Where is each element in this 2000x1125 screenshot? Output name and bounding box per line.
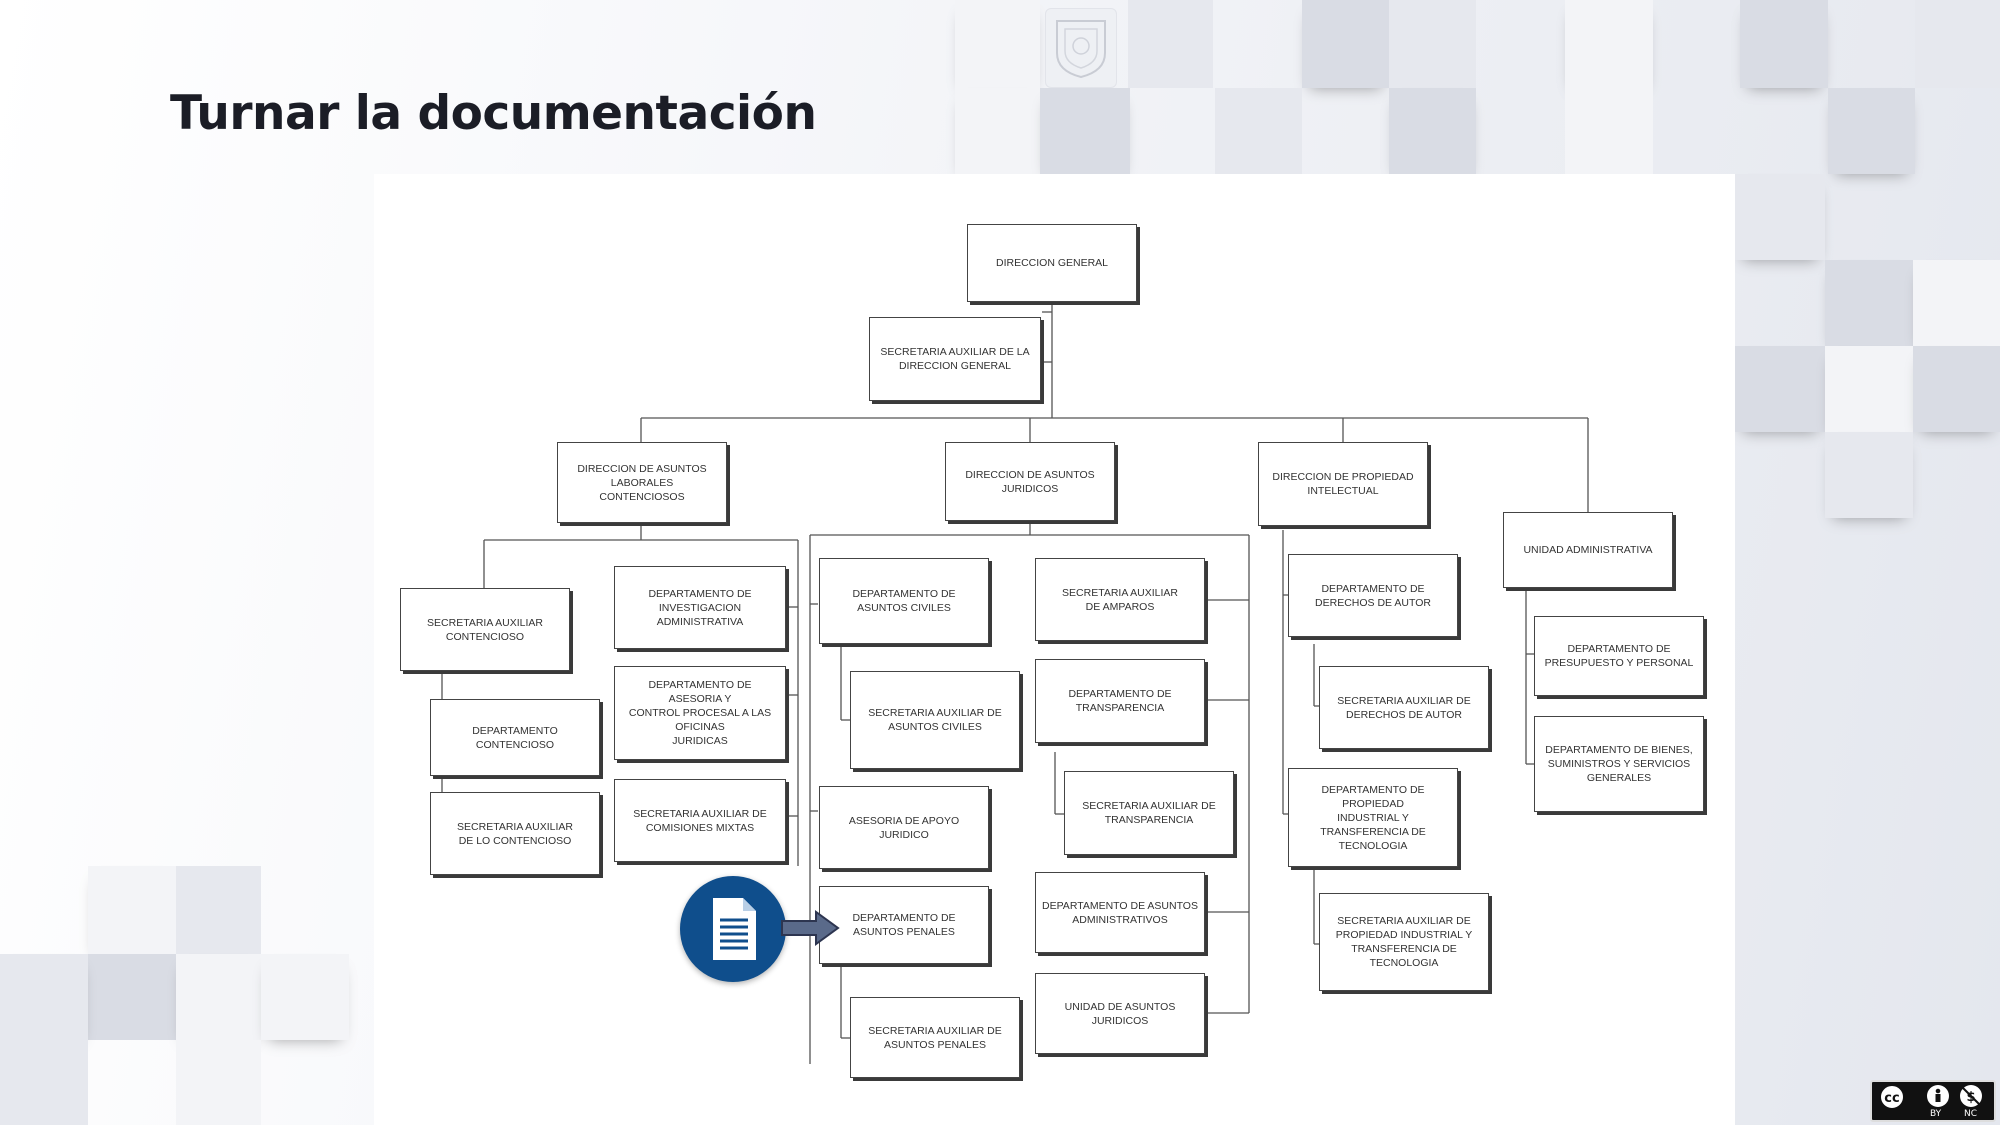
- node-sec-aux-transparencia: SECRETARIA AUXILIAR DE TRANSPARENCIA: [1064, 771, 1234, 855]
- node-label: DEPARTAMENTO CONTENCIOSO: [472, 724, 558, 751]
- node-depto-asuntos-admin: DEPARTAMENTO DE ASUNTOS ADMINISTRATIVOS: [1035, 872, 1205, 953]
- node-sec-aux-comisiones: SECRETARIA AUXILIAR DE COMISIONES MIXTAS: [614, 779, 786, 862]
- node-label: UNIDAD ADMINISTRATIVA: [1523, 544, 1653, 556]
- node-label: DIRECCION DE ASUNTOS LABORALES CONTENCIO…: [577, 462, 707, 503]
- bg-tile: [1040, 88, 1130, 174]
- cc-by-label: BY: [1930, 1109, 1942, 1119]
- node-dir-asuntos-juridicos: DIRECCION DE ASUNTOS JURIDICOS: [945, 442, 1115, 521]
- node-depto-investigacion: DEPARTAMENTO DE INVESTIGACION ADMINISTRA…: [614, 566, 786, 649]
- node-label: ASESORIA DE APOYO JURIDICO: [848, 814, 960, 841]
- node-label: UNIDAD DE ASUNTOS JURIDICOS: [1064, 1000, 1176, 1027]
- bg-tile: [88, 866, 176, 954]
- node-label: DEPARTAMENTO DE PROPIEDAD INDUSTRIAL Y T…: [1320, 783, 1426, 852]
- cc-nc-label: NC: [1964, 1109, 1978, 1119]
- node-label: DEPARTAMENTO DE PRESUPUESTO Y PERSONAL: [1544, 643, 1694, 669]
- node-label: DEPARTAMENTO DE ASUNTOS ADMINISTRATIVOS: [1042, 899, 1198, 926]
- bg-tile: [1565, 88, 1653, 174]
- bg-tile: [1740, 0, 1828, 88]
- org-chart-panel: DIRECCION GENERAL SECRETARIA AUXILIAR DE…: [374, 174, 1735, 1125]
- bg-tile: [0, 1040, 88, 1125]
- node-label: SECRETARIA AUXILIAR CONTENCIOSO: [427, 616, 543, 643]
- bg-tile: [955, 88, 1040, 174]
- node-label: SECRETARIA AUXILIAR DE PROPIEDAD INDUSTR…: [1335, 915, 1473, 969]
- bg-tile: [1215, 88, 1302, 174]
- node-label: DEPARTAMENTO DE TRANSPARENCIA: [1068, 688, 1172, 714]
- bg-tile: [88, 954, 176, 1040]
- node-label: DEPARTAMENTO DE ASUNTOS CIVILES: [852, 588, 956, 614]
- node-label: DEPARTAMENTO DE ASUNTOS PENALES: [852, 912, 956, 938]
- node-label: SECRETARIA AUXILIAR DE LA DIRECCION GENE…: [880, 346, 1030, 372]
- node-label: SECRETARIA AUXILIAR DE AMPAROS: [1062, 586, 1178, 613]
- node-depto-derechos-autor: DEPARTAMENTO DE DERECHOS DE AUTOR: [1288, 554, 1458, 637]
- document-badge: [680, 876, 786, 982]
- node-depto-transparencia: DEPARTAMENTO DE TRANSPARENCIA: [1035, 659, 1205, 743]
- bg-tile: [1913, 346, 2000, 432]
- bg-tile: [1128, 0, 1213, 88]
- node-label: SECRETARIA AUXILIAR DE TRANSPARENCIA: [1082, 800, 1216, 826]
- bg-tile: [176, 866, 261, 954]
- node-depto-propiedad-industrial: DEPARTAMENTO DE PROPIEDAD INDUSTRIAL Y T…: [1288, 768, 1458, 867]
- node-depto-asesoria-control: DEPARTAMENTO DE ASESORIA Y CONTROL PROCE…: [614, 666, 786, 760]
- node-sec-aux-asuntos-penales: SECRETARIA AUXILIAR DE ASUNTOS PENALES: [850, 997, 1020, 1078]
- node-label: DEPARTAMENTO DE DERECHOS DE AUTOR: [1315, 582, 1431, 609]
- node-depto-presupuesto: DEPARTAMENTO DE PRESUPUESTO Y PERSONAL: [1534, 616, 1704, 696]
- bg-tile: [1565, 0, 1653, 88]
- node-sec-aux-amparos: SECRETARIA AUXILIAR DE AMPAROS: [1035, 558, 1205, 641]
- node-label: SECRETARIA AUXILIAR DE COMISIONES MIXTAS: [633, 807, 767, 834]
- node-unidad-asuntos-juridicos: UNIDAD DE ASUNTOS JURIDICOS: [1035, 973, 1205, 1054]
- cc-symbols-icon: cc $: [1879, 1084, 1982, 1110]
- node-label: DEPARTAMENTO DE ASESORIA Y CONTROL PROCE…: [628, 679, 772, 747]
- seal-icon: [1056, 20, 1106, 79]
- bg-tile: [1302, 0, 1389, 88]
- node-sec-aux-asuntos-civiles: SECRETARIA AUXILIAR DE ASUNTOS CIVILES: [850, 671, 1020, 769]
- bg-tile: [176, 1040, 261, 1125]
- document-icon: [713, 898, 756, 960]
- svg-text:$: $: [1966, 1090, 1975, 1105]
- node-asesoria-apoyo: ASESORIA DE APOYO JURIDICO: [819, 786, 989, 869]
- node-label: SECRETARIA AUXILIAR DE ASUNTOS CIVILES: [868, 707, 1002, 733]
- bg-tile: [1389, 0, 1476, 88]
- bg-tile: [955, 0, 1040, 88]
- node-label: DIRECCION DE PROPIEDAD INTELECTUAL: [1272, 471, 1414, 497]
- bg-tile: [1828, 88, 1915, 174]
- bg-tile: [261, 954, 349, 1040]
- node-sec-aux-direccion-general: SECRETARIA AUXILIAR DE LA DIRECCION GENE…: [869, 317, 1041, 401]
- bg-tile: [1735, 174, 1825, 260]
- bg-tile: [1825, 260, 1913, 346]
- svg-text:cc: cc: [1884, 1091, 1899, 1106]
- bg-tile: [1735, 346, 1825, 432]
- bg-tile: [1825, 432, 1913, 518]
- node-depto-asuntos-civiles: DEPARTAMENTO DE ASUNTOS CIVILES: [819, 558, 989, 644]
- node-dir-propiedad-intelectual: DIRECCION DE PROPIEDAD INTELECTUAL: [1258, 442, 1428, 526]
- node-depto-bienes: DEPARTAMENTO DE BIENES, SUMINISTROS Y SE…: [1534, 716, 1704, 812]
- node-label: DEPARTAMENTO DE BIENES, SUMINISTROS Y SE…: [1545, 744, 1693, 784]
- org-chart-connectors: [441, 302, 1589, 1064]
- node-depto-contencioso: DEPARTAMENTO CONTENCIOSO: [430, 699, 600, 776]
- node-sec-aux-lo-contencioso: SECRETARIA AUXILIAR DE LO CONTENCIOSO: [430, 792, 600, 875]
- node-label: SECRETARIA AUXILIAR DE LO CONTENCIOSO: [457, 820, 573, 847]
- page-title: Turnar la documentación: [170, 86, 817, 141]
- bg-tile: [176, 954, 261, 1040]
- university-seal-logo: [1045, 8, 1117, 88]
- node-label: SECRETARIA AUXILIAR DE DERECHOS DE AUTOR: [1337, 694, 1471, 721]
- node-sec-aux-propiedad-industrial: SECRETARIA AUXILIAR DE PROPIEDAD INDUSTR…: [1319, 893, 1489, 991]
- node-sec-aux-derechos-autor: SECRETARIA AUXILIAR DE DERECHOS DE AUTOR: [1319, 666, 1489, 749]
- node-dir-asuntos-laborales: DIRECCION DE ASUNTOS LABORALES CONTENCIO…: [557, 442, 727, 523]
- bg-tile: [1915, 0, 2000, 88]
- arrow-right-icon: [781, 910, 840, 946]
- node-direccion-general: DIRECCION GENERAL: [967, 224, 1137, 302]
- node-depto-asuntos-penales: DEPARTAMENTO DE ASUNTOS PENALES: [819, 886, 989, 964]
- node-label: DIRECCION GENERAL: [995, 257, 1109, 269]
- bg-tile: [1825, 346, 1913, 432]
- bg-tile: [1913, 260, 2000, 346]
- node-sec-aux-contencioso: SECRETARIA AUXILIAR CONTENCIOSO: [400, 588, 570, 671]
- node-label: DIRECCION DE ASUNTOS JURIDICOS: [965, 468, 1095, 495]
- node-unidad-administrativa: UNIDAD ADMINISTRATIVA: [1503, 512, 1673, 588]
- bg-tile: [0, 954, 88, 1040]
- node-label: SECRETARIA AUXILIAR DE ASUNTOS PENALES: [868, 1024, 1002, 1051]
- bg-tile: [1389, 88, 1476, 174]
- creative-commons-by-nc-icon: cc $ BY NC: [1870, 1080, 1996, 1122]
- node-label: DEPARTAMENTO DE INVESTIGACION ADMINISTRA…: [648, 587, 752, 628]
